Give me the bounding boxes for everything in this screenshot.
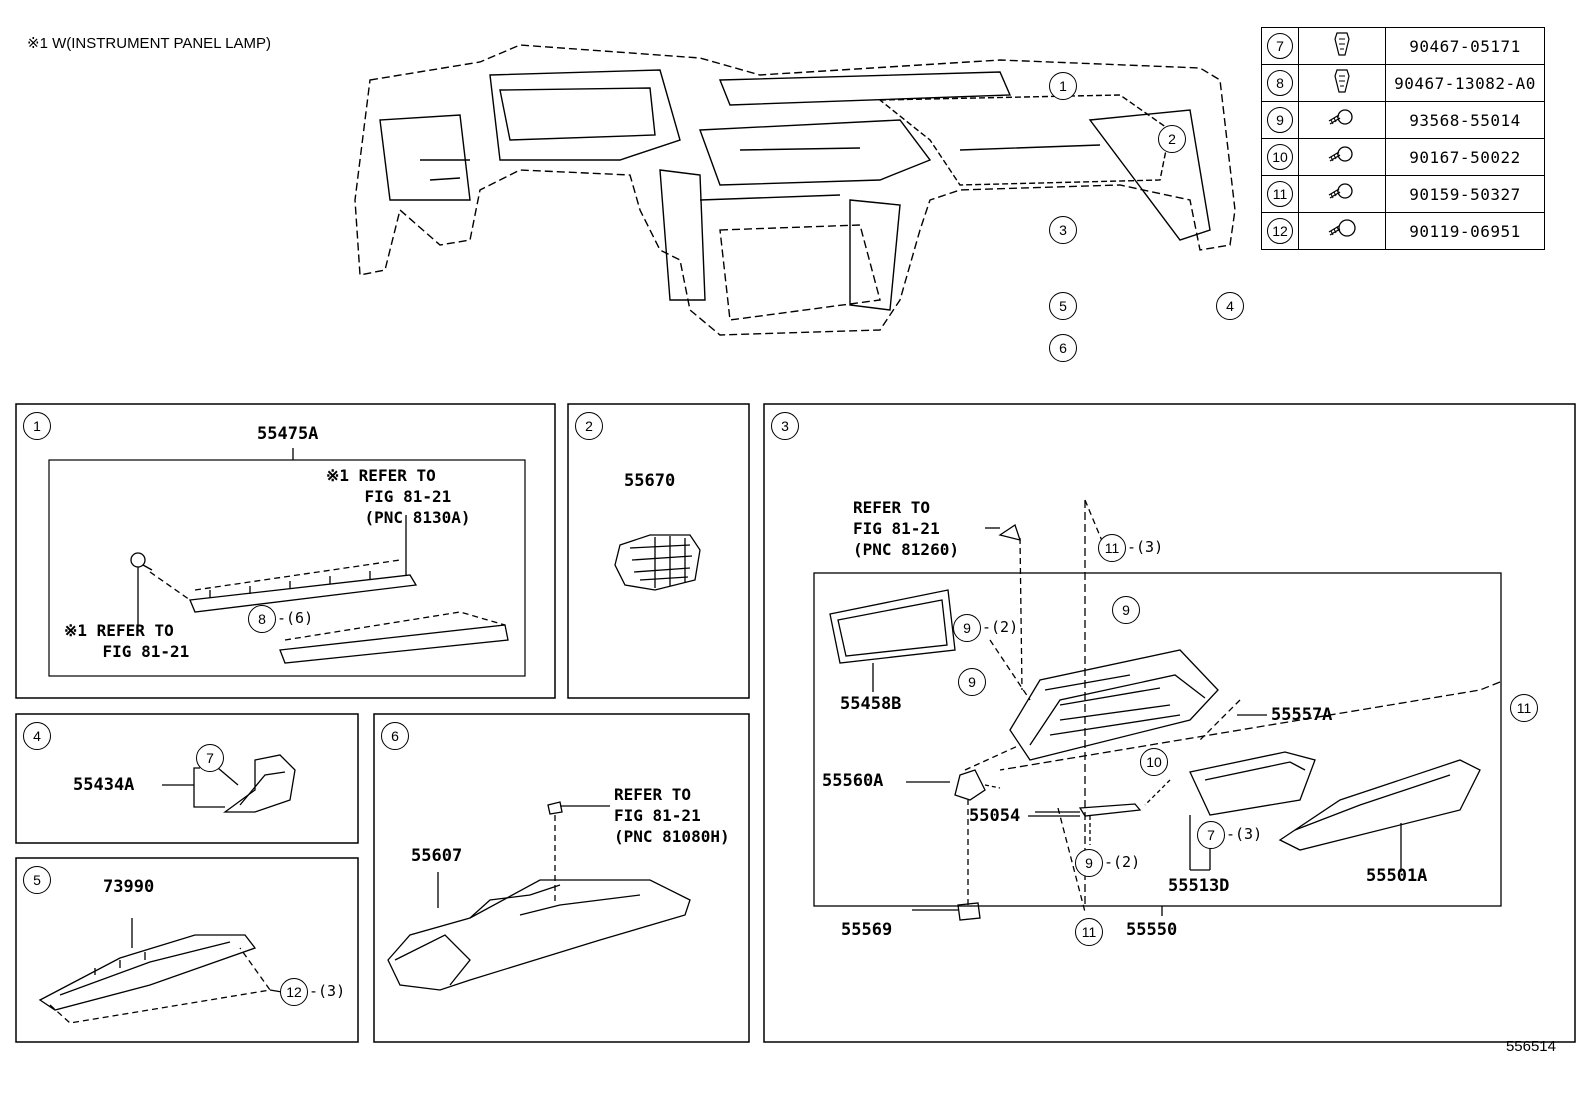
callout-2[interactable]: 2 — [1158, 125, 1186, 153]
parts-ref-number: 7 — [1267, 33, 1293, 59]
part-55560A[interactable]: 55560A — [822, 771, 884, 791]
part-55557A[interactable]: 55557A — [1271, 705, 1333, 725]
callout-1[interactable]: 1 — [1049, 72, 1077, 100]
clip-icon — [1298, 27, 1386, 65]
parts-ref-cell: 12 — [1261, 212, 1299, 250]
panel3-qty-11: -(3) — [1127, 538, 1164, 556]
panel3-callout-11-bottom[interactable]: 11 — [1075, 918, 1103, 946]
part-55670[interactable]: 55670 — [624, 471, 676, 491]
parts-ref-cell: 10 — [1261, 138, 1299, 176]
panel3-refer[interactable]: REFER TO FIG 81-21 (PNC 81260) — [853, 498, 959, 559]
panel3-number: 3 — [771, 412, 799, 440]
part-55501A[interactable]: 55501A — [1366, 866, 1428, 886]
callout-3[interactable]: 3 — [1049, 216, 1077, 244]
panel3-callout-9-right[interactable]: 9 — [1112, 596, 1140, 624]
parts-ref-number: 11 — [1267, 181, 1293, 207]
callout-6[interactable]: 6 — [1049, 334, 1077, 362]
part-number-cell: 90167-50022 — [1385, 138, 1545, 176]
part-number-cell: 90467-05171 — [1385, 27, 1545, 65]
part-55054[interactable]: 55054 — [969, 806, 1021, 826]
panel3-callout-9-left[interactable]: 9 — [953, 614, 981, 642]
panel3-callout-7[interactable]: 7 — [1197, 821, 1225, 849]
panel3-qty-9a: -(2) — [982, 618, 1019, 636]
part-73990[interactable]: 73990 — [103, 877, 155, 897]
part-55607[interactable]: 55607 — [411, 846, 463, 866]
panel1-drawing — [48, 448, 526, 677]
parts-table-row[interactable]: 7 90467-05171 — [1261, 27, 1545, 65]
part-55569[interactable]: 55569 — [841, 920, 893, 940]
panel4-number: 4 — [23, 722, 51, 750]
panel3-callout-9-mid[interactable]: 9 — [958, 668, 986, 696]
parts-ref-number: 8 — [1267, 70, 1293, 96]
parts-table-row[interactable]: 9 93568-55014 — [1261, 101, 1545, 139]
part-number-cell: 93568-55014 — [1385, 101, 1545, 139]
panel1-qty: -(6) — [277, 609, 314, 627]
panel1-callout-8[interactable]: 8 — [248, 605, 276, 633]
callout-5[interactable]: 5 — [1049, 292, 1077, 320]
panel-frames — [15, 403, 1576, 1043]
parts-ref-number: 9 — [1267, 107, 1293, 133]
panel3-drawing — [813, 499, 1502, 921]
part-number-cell: 90119-06951 — [1385, 212, 1545, 250]
part-55550[interactable]: 55550 — [1126, 920, 1178, 940]
part-55458B[interactable]: 55458B — [840, 694, 902, 714]
screw-icon — [1298, 138, 1386, 176]
part-number-cell: 90159-50327 — [1385, 175, 1545, 213]
panel3-callout-11-top[interactable]: 11 — [1098, 534, 1126, 562]
parts-table-row[interactable]: 10 90167-50022 — [1261, 138, 1545, 176]
screw-icon — [1298, 175, 1386, 213]
panel2-drawing — [614, 534, 701, 591]
panel5-number: 5 — [23, 866, 51, 894]
panel5-drawing — [38, 918, 289, 1024]
panel1-refer-bottom[interactable]: ※1 REFER TO FIG 81-21 — [64, 621, 190, 661]
parts-table-row[interactable]: 8 90467-13082-A0 — [1261, 64, 1545, 102]
parts-ref-cell: 7 — [1261, 27, 1299, 65]
panel2-number: 2 — [575, 412, 603, 440]
panel3-callout-11-right[interactable]: 11 — [1510, 694, 1538, 722]
panel3-qty-7: -(3) — [1226, 825, 1263, 843]
callout-4[interactable]: 4 — [1216, 292, 1244, 320]
panel3-qty-9b: -(2) — [1104, 853, 1141, 871]
part-55513D[interactable]: 55513D — [1168, 876, 1230, 896]
part-number-cell: 90467-13082-A0 — [1385, 64, 1545, 102]
panel4-callout-7[interactable]: 7 — [196, 744, 224, 772]
panel3-callout-9-bottom[interactable]: 9 — [1075, 849, 1103, 877]
panel3-callout-10[interactable]: 10 — [1140, 748, 1168, 776]
panel4-drawing — [162, 754, 296, 813]
clip-icon — [1298, 64, 1386, 102]
parts-ref-cell: 8 — [1261, 64, 1299, 102]
part-55434A[interactable]: 55434A — [73, 775, 135, 795]
screw-icon — [1298, 101, 1386, 139]
panel6-number: 6 — [381, 722, 409, 750]
panel1-number: 1 — [23, 412, 51, 440]
panel6-drawing — [387, 801, 691, 991]
instrument-panel-reinforcement — [354, 44, 1236, 336]
parts-ref-cell: 11 — [1261, 175, 1299, 213]
parts-table-row[interactable]: 12 90119-06951 — [1261, 212, 1545, 250]
parts-table-row[interactable]: 11 90159-50327 — [1261, 175, 1545, 213]
parts-ref-number: 10 — [1267, 144, 1293, 170]
figure-number: 556514 — [1505, 1038, 1556, 1055]
panel6-refer[interactable]: REFER TO FIG 81-21 (PNC 81080H) — [614, 785, 730, 846]
lamp-note: ※1 W(INSTRUMENT PANEL LAMP) — [27, 35, 271, 52]
panel1-refer-top[interactable]: ※1 REFER TO FIG 81-21 (PNC 8130A) — [326, 466, 471, 527]
part-55475A[interactable]: 55475A — [257, 424, 319, 444]
parts-ref-number: 12 — [1267, 218, 1293, 244]
panel5-qty: -(3) — [309, 982, 346, 1000]
bolt-icon — [1298, 212, 1386, 250]
parts-ref-cell: 9 — [1261, 101, 1299, 139]
panel5-callout-12[interactable]: 12 — [280, 978, 308, 1006]
